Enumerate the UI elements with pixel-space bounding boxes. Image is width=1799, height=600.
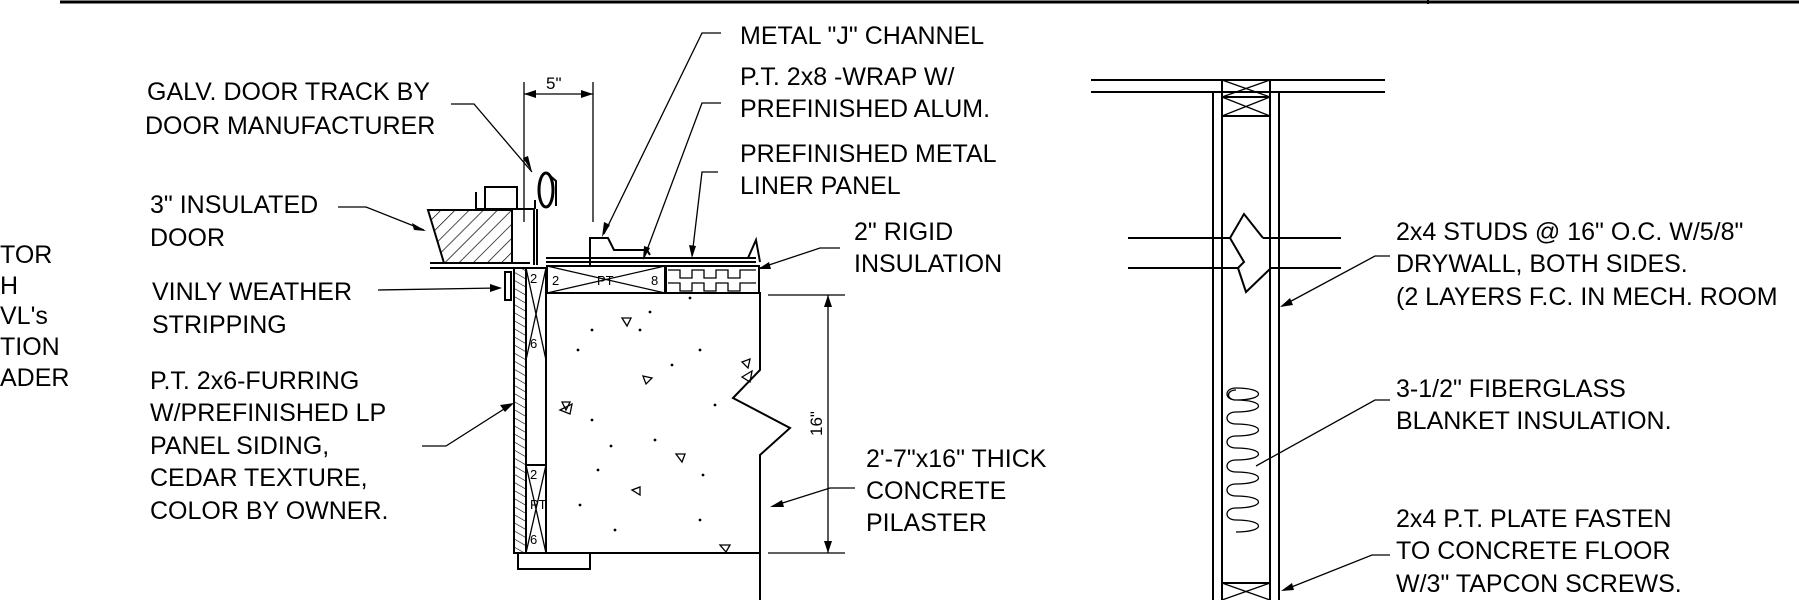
pt-wrap-label-1: P.T. 2x8 -WRAP W/ [740, 63, 954, 91]
left-note-4: TION [0, 333, 60, 361]
plate-mark-2: 2 [552, 273, 559, 288]
pilaster-label-1: 2'-7"x16" THICK [866, 445, 1047, 473]
furring-label-2: W/PREFINISHED LP [150, 399, 386, 427]
left-detail-leaders [338, 32, 855, 507]
insulated-door [426, 209, 513, 264]
liner-panel-label-2: LINER PANEL [740, 172, 901, 200]
fiberglass-label-2: BLANKET INSULATION. [1396, 407, 1672, 435]
lower-mark-2: 2 [530, 467, 537, 482]
furring-label-1: P.T. 2x6-FURRING [150, 367, 359, 395]
bottom-plate [1221, 582, 1271, 600]
pt-2x8-plate: 2 PT 8 [546, 265, 666, 294]
furring-mark-6: 6 [530, 336, 537, 351]
pt-wrap-label-2: PREFINISHED ALUM. [740, 95, 990, 123]
dimension-16-label: 16" [807, 411, 826, 436]
door-track-label-1: GALV. DOOR TRACK BY [147, 78, 430, 106]
door-track [475, 171, 557, 265]
fiberglass-label-1: 3-1/2" FIBERGLASS [1396, 375, 1626, 403]
liner-panel-label-1: PREFINISHED METAL [740, 140, 997, 168]
pilaster-label-2: CONCRETE [866, 477, 1006, 505]
left-cutoff-notes: TOR H VL's TION ADER [0, 241, 69, 392]
plate-label-3: W/3" TAPCON SCREWS. [1396, 570, 1682, 598]
left-note-5: ADER [0, 364, 69, 392]
fiberglass-insulation [1226, 387, 1259, 533]
bottom-sill [517, 552, 591, 570]
insulated-door-label-2: DOOR [150, 224, 225, 252]
rigid-insulation-label-2: INSULATION [854, 250, 1002, 278]
pt-2x6-furring: 2 6 2 PT 6 [513, 267, 547, 554]
plate-label-2: TO CONCRETE FLOOR [1396, 537, 1671, 565]
rigid-insulation [665, 265, 760, 294]
left-note-2: H [0, 272, 18, 300]
studs-label-2: DRYWALL, BOTH SIDES. [1396, 250, 1688, 278]
break-line [1128, 212, 1341, 294]
furring-label-5: COLOR BY OWNER. [150, 497, 388, 525]
plate-mark-8: 8 [651, 273, 658, 288]
furring-label-3: PANEL SIDING, [150, 432, 329, 460]
studs-label-1: 2x4 STUDS @ 16" O.C. W/5/8" [1396, 218, 1743, 246]
weather-strip-label-2: STRIPPING [152, 311, 287, 339]
weather-strip-label-1: VINLY WEATHER [152, 278, 352, 306]
right-detail-leaders [1255, 255, 1390, 591]
insulated-door-label-1: 3" INSULATED [150, 191, 318, 219]
left-note-1: TOR [0, 241, 52, 269]
studs-label-3: (2 LAYERS F.C. IN MECH. ROOM [1396, 283, 1778, 311]
rigid-insulation-label-1: 2" RIGID [854, 218, 953, 246]
dimension-5-inch: 5" [523, 74, 594, 222]
furring-label-4: CEDAR TEXTURE, [150, 464, 368, 492]
plate-label-1: 2x4 P.T. PLATE FASTEN [1396, 505, 1672, 533]
door-jamb-section: 5" 2 [145, 22, 1047, 600]
concrete-pilaster [547, 292, 792, 600]
dimension-16-inch: 16" [768, 294, 845, 554]
top-plate [1221, 79, 1271, 117]
furring-mark-2: 2 [530, 271, 537, 286]
j-channel-label: METAL "J" CHANNEL [740, 22, 984, 50]
door-track-label-2: DOOR MANUFACTURER [145, 112, 435, 140]
pilaster-label-3: PILASTER [866, 509, 987, 537]
lower-mark-6: 6 [530, 532, 537, 547]
lower-mark-pt: PT [530, 497, 547, 512]
sheet-border [60, 0, 1799, 4]
dimension-5-label: 5" [546, 74, 562, 93]
stud-wall-section: 2x4 STUDS @ 16" O.C. W/5/8" DRYWALL, BOT… [1091, 79, 1778, 600]
left-note-3: VL's [0, 302, 48, 330]
plate-mark-pt: PT [597, 273, 614, 288]
j-channel [589, 237, 651, 265]
